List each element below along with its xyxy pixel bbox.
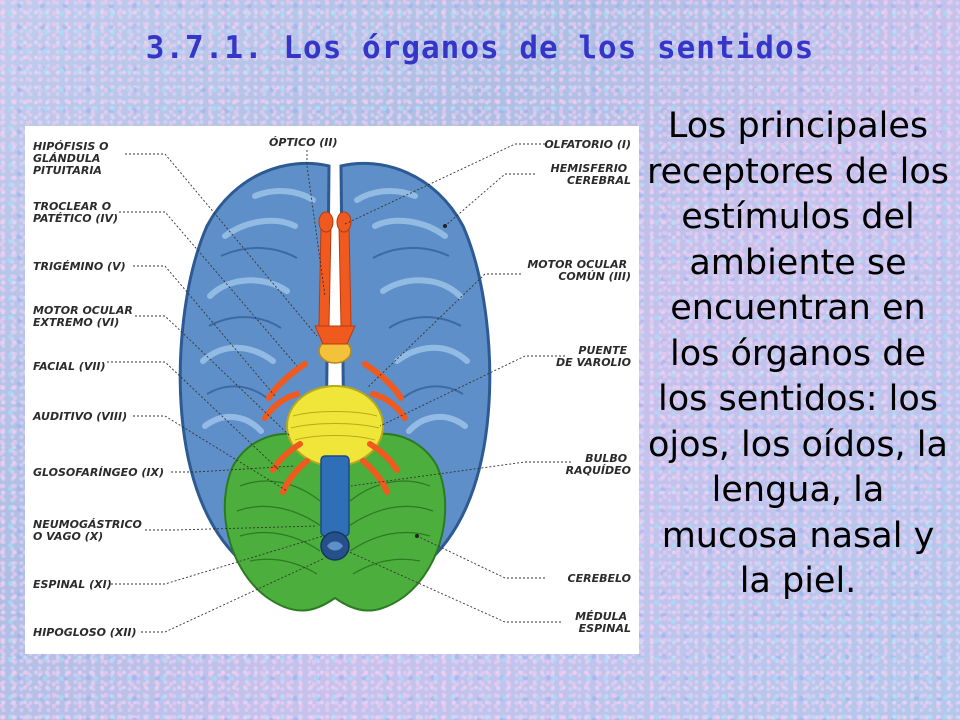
label-motor-ocular-extremo: MOTOR OCULAR EXTREMO (VI) (33, 304, 137, 329)
label-trigemino: TRIGÉMINO (V) (33, 260, 126, 273)
label-auditivo: AUDITIVO (VIII) (32, 410, 127, 423)
label-espinal: ESPINAL (XI) (33, 578, 112, 591)
body-text: Los principales receptores de los estímu… (646, 106, 950, 601)
label-glosofaringeo: GLOSOFARÍNGEO (IX) (33, 466, 164, 479)
label-facial: FACIAL (VII) (33, 360, 106, 373)
label-hipofisis: HIPÓFISIS O GLÁNDULA PITUITARIA (33, 140, 112, 177)
label-hipogloso: HIPOGLOSO (XII) (33, 626, 137, 639)
label-cerebelo: CEREBELO (568, 572, 631, 585)
slide-title: 3.7.1. Los órganos de los sentidos (145, 30, 815, 66)
label-troclear: TROCLEAR O PATÉTICO (IV) (33, 200, 118, 225)
label-hemisferio-cerebral: HEMISFERIO CEREBRAL (551, 162, 631, 187)
leader-lines (107, 143, 571, 633)
brain-illustration (178, 161, 492, 612)
label-optico: ÓPTICO (II) (269, 136, 338, 149)
label-medula-espinal: MÉDULA ESPINAL (575, 610, 631, 635)
label-motor-ocular-comun: MOTOR OCULAR COMÚN (III) (527, 258, 631, 283)
medulla-shape (320, 455, 350, 537)
label-bulbo-raquideo: BULBO RAQUÍDEO (566, 452, 631, 477)
label-olfatorio: OLFATORIO (I) (544, 138, 631, 151)
label-puente-de-varolio: PUENTE DE VAROLIO (556, 344, 631, 369)
right-labels: OLFATORIO (I) HEMISFERIO CEREBRAL MOTOR … (527, 138, 631, 635)
label-neumogastrico: NEUMOGÁSTRICO O VAGO (X) (33, 518, 146, 543)
brain-diagram: HIPÓFISIS O GLÁNDULA PITUITARIA TROCLEAR… (25, 126, 639, 654)
left-labels: HIPÓFISIS O GLÁNDULA PITUITARIA TROCLEAR… (32, 140, 164, 639)
